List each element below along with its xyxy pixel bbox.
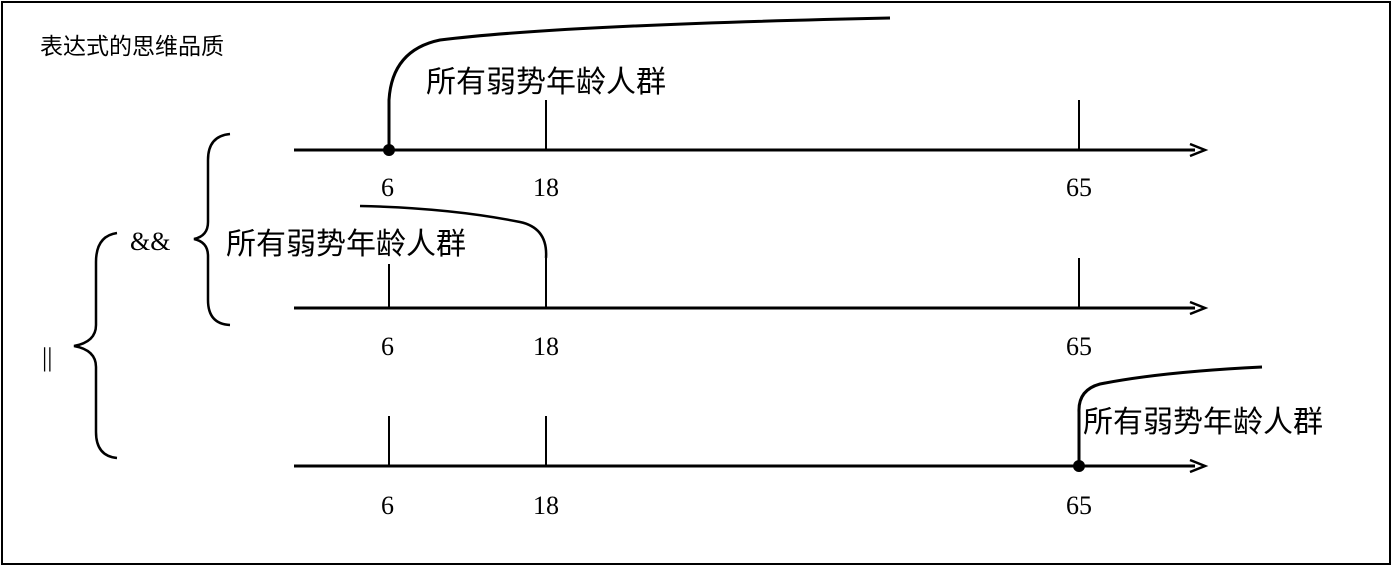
tick-label: 65: [1066, 173, 1092, 202]
range-label: 所有弱势年龄人群: [1083, 405, 1323, 440]
range-label: 所有弱势年龄人群: [426, 65, 666, 100]
arrow-head-icon: [1189, 142, 1209, 158]
diagram-title: 表达式的思维品质: [40, 34, 224, 60]
or-brace: [73, 231, 118, 460]
tick-label: 6: [381, 173, 394, 202]
closed-point: [383, 144, 395, 156]
tick-label: 18: [533, 491, 559, 520]
tick-label: 6: [381, 491, 394, 520]
tick-label: 65: [1066, 332, 1092, 361]
or-operator: ||: [42, 343, 52, 372]
number-line-3: 6 18 65 所有弱势年龄人群: [294, 365, 1323, 520]
arrow-head-icon: [1189, 300, 1209, 316]
closed-point: [1073, 460, 1085, 472]
tick-label: 65: [1066, 491, 1092, 520]
range-label: 所有弱势年龄人群: [226, 227, 466, 262]
range-curve: [359, 204, 548, 259]
number-line-2: 6 18 65 所有弱势年龄人群: [226, 204, 1209, 361]
tick-label: 18: [533, 173, 559, 202]
arrow-head-icon: [1189, 458, 1209, 474]
and-operator: &&: [130, 227, 170, 256]
tick-label: 18: [533, 332, 559, 361]
number-line-1: 6 18 65 所有弱势年龄人群: [294, 16, 1209, 202]
tick-label: 6: [381, 332, 394, 361]
and-brace: [193, 132, 231, 327]
range-curve: [1077, 365, 1263, 466]
range-curve: [387, 16, 891, 150]
